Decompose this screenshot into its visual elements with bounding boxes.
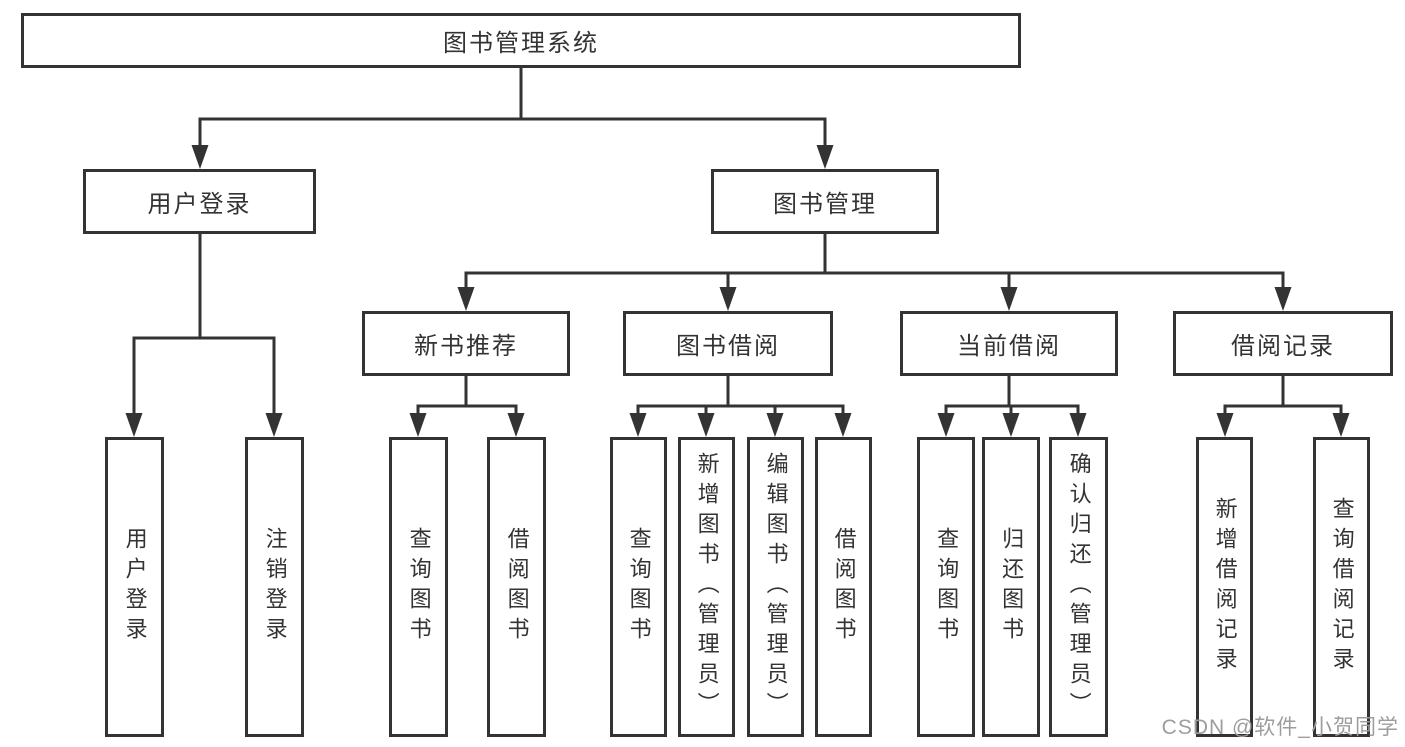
node-current-borrow-label: 当前借阅 [957, 333, 1061, 360]
leaf-query-books: 查询图书 [610, 437, 667, 737]
leaf-confirm-return-admin: 确认归还（管理员） [1049, 437, 1108, 737]
leaf-user-login-label: 用户登录 [122, 527, 148, 647]
leaf-borrow-books: 借阅图书 [487, 437, 546, 737]
leaf-logout: 注销登录 [245, 437, 304, 737]
node-borrow-records: 借阅记录 [1173, 311, 1393, 376]
node-new-book-recommend-label: 新书推荐 [414, 333, 518, 360]
leaf-query-borrow-record: 查询借阅记录 [1313, 437, 1370, 737]
leaf-edit-book-admin-label: 编辑图书（管理员） [763, 452, 789, 722]
node-borrow-records-label: 借阅记录 [1231, 333, 1335, 360]
leaf-borrow-books-label: 借阅图书 [831, 527, 857, 647]
leaf-borrow-books: 借阅图书 [815, 437, 872, 737]
leaf-confirm-return-admin-label: 确认归还（管理员） [1066, 452, 1092, 722]
leaf-logout-label: 注销登录 [262, 527, 288, 647]
leaf-query-books-label: 查询图书 [934, 527, 960, 647]
node-root: 图书管理系统 [21, 13, 1021, 68]
leaf-add-book-admin-label: 新增图书（管理员） [694, 452, 720, 722]
node-user-login-label: 用户登录 [147, 191, 252, 218]
node-book-borrow: 图书借阅 [623, 311, 833, 376]
leaf-return-book-label: 归还图书 [999, 527, 1025, 647]
leaf-borrow-books-label: 借阅图书 [504, 527, 530, 647]
node-current-borrow: 当前借阅 [900, 311, 1118, 376]
leaf-return-book: 归还图书 [982, 437, 1040, 737]
node-book-borrow-label: 图书借阅 [676, 333, 780, 360]
node-new-book-recommend: 新书推荐 [362, 311, 570, 376]
node-user-login: 用户登录 [83, 169, 316, 234]
leaf-add-borrow-record: 新增借阅记录 [1196, 437, 1253, 737]
watermark: CSDN @软件_小贺同学 [1161, 716, 1399, 739]
leaf-query-books: 查询图书 [389, 437, 448, 737]
leaf-add-borrow-record-label: 新增借阅记录 [1212, 497, 1238, 677]
leaf-query-borrow-record-label: 查询借阅记录 [1329, 497, 1355, 677]
node-book-mgmt-label: 图书管理 [773, 191, 877, 218]
leaf-query-books-label: 查询图书 [406, 527, 432, 647]
leaf-user-login: 用户登录 [105, 437, 164, 737]
leaf-edit-book-admin: 编辑图书（管理员） [747, 437, 804, 737]
leaf-query-books: 查询图书 [917, 437, 975, 737]
leaf-query-books-label: 查询图书 [626, 527, 652, 647]
leaf-add-book-admin: 新增图书（管理员） [678, 437, 735, 737]
node-root-label: 图书管理系统 [443, 30, 599, 57]
node-book-mgmt: 图书管理 [711, 169, 939, 234]
